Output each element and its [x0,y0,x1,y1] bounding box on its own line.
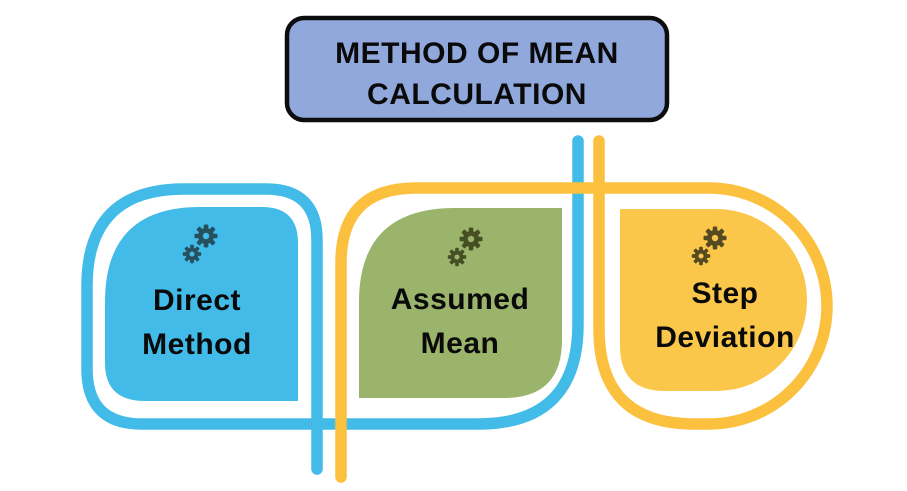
step-deviation-shape [620,209,807,391]
title-line-1: METHOD OF MEAN [335,37,619,70]
yellow-outline-connector [335,135,833,483]
direct-method-label-line-2: Method [142,328,252,361]
direct-method-shape [105,207,298,401]
blue-outline-connector [81,135,584,475]
assumed-mean-label-line-1: Assumed [391,283,530,316]
assumed-mean-shape [359,208,562,398]
direct-method-label-line-1: Direct [153,284,241,317]
step-deviation-label-line-1: Step [691,277,758,310]
title-box-background [284,15,670,123]
assumed-mean-label-line-2: Mean [421,327,500,360]
step-deviation-label-line-2: Deviation [655,321,795,354]
title-box: METHOD OF MEAN CALCULATION [284,15,670,123]
title-line-2: CALCULATION [367,78,587,111]
